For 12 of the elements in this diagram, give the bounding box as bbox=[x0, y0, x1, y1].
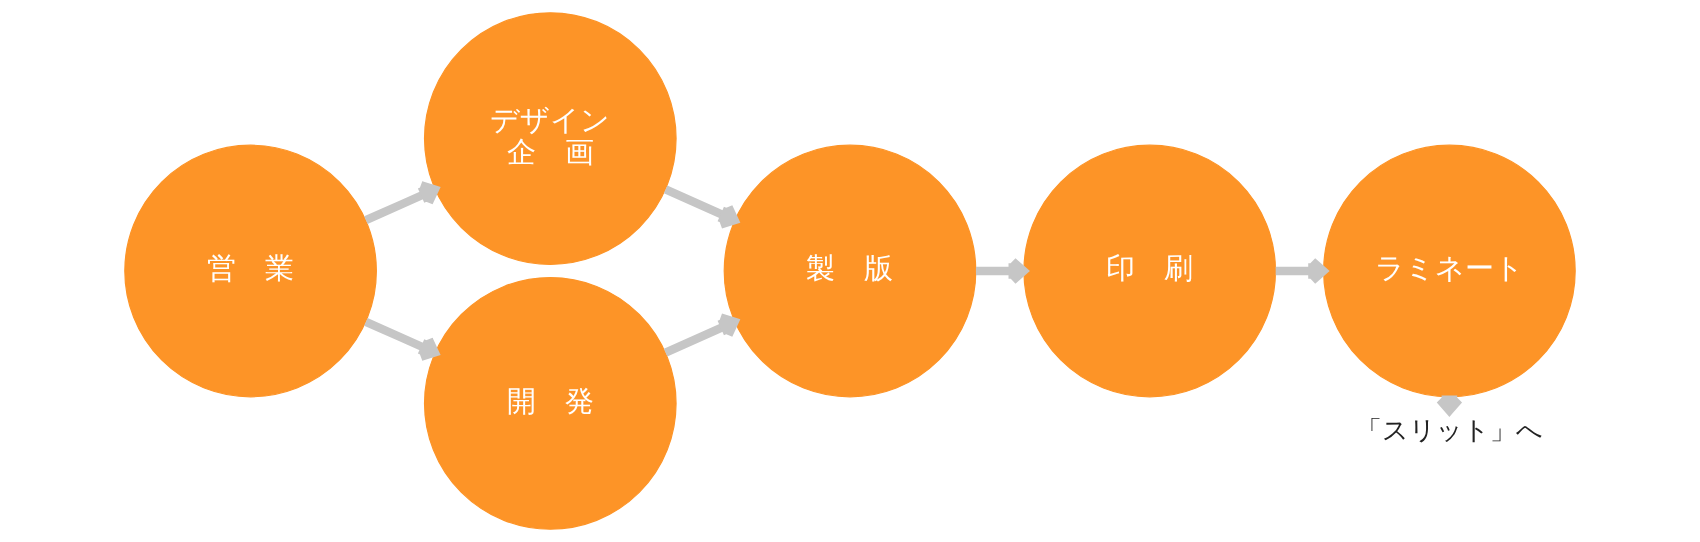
node-circle: 開 発 bbox=[423, 277, 677, 530]
arrow bbox=[364, 317, 440, 361]
node-circle: 営 業 bbox=[124, 144, 377, 398]
arrow bbox=[663, 313, 739, 357]
node-circle: 製 版 bbox=[723, 144, 977, 398]
node-circle: デザイン 企 画 bbox=[423, 12, 677, 265]
arrow bbox=[663, 185, 739, 229]
arrow bbox=[364, 181, 440, 225]
node-text: 「スリット」へ bbox=[1355, 414, 1543, 446]
arrow bbox=[1275, 257, 1328, 285]
arrow bbox=[976, 257, 1028, 285]
node-circle: 印 刷 bbox=[1023, 144, 1277, 398]
